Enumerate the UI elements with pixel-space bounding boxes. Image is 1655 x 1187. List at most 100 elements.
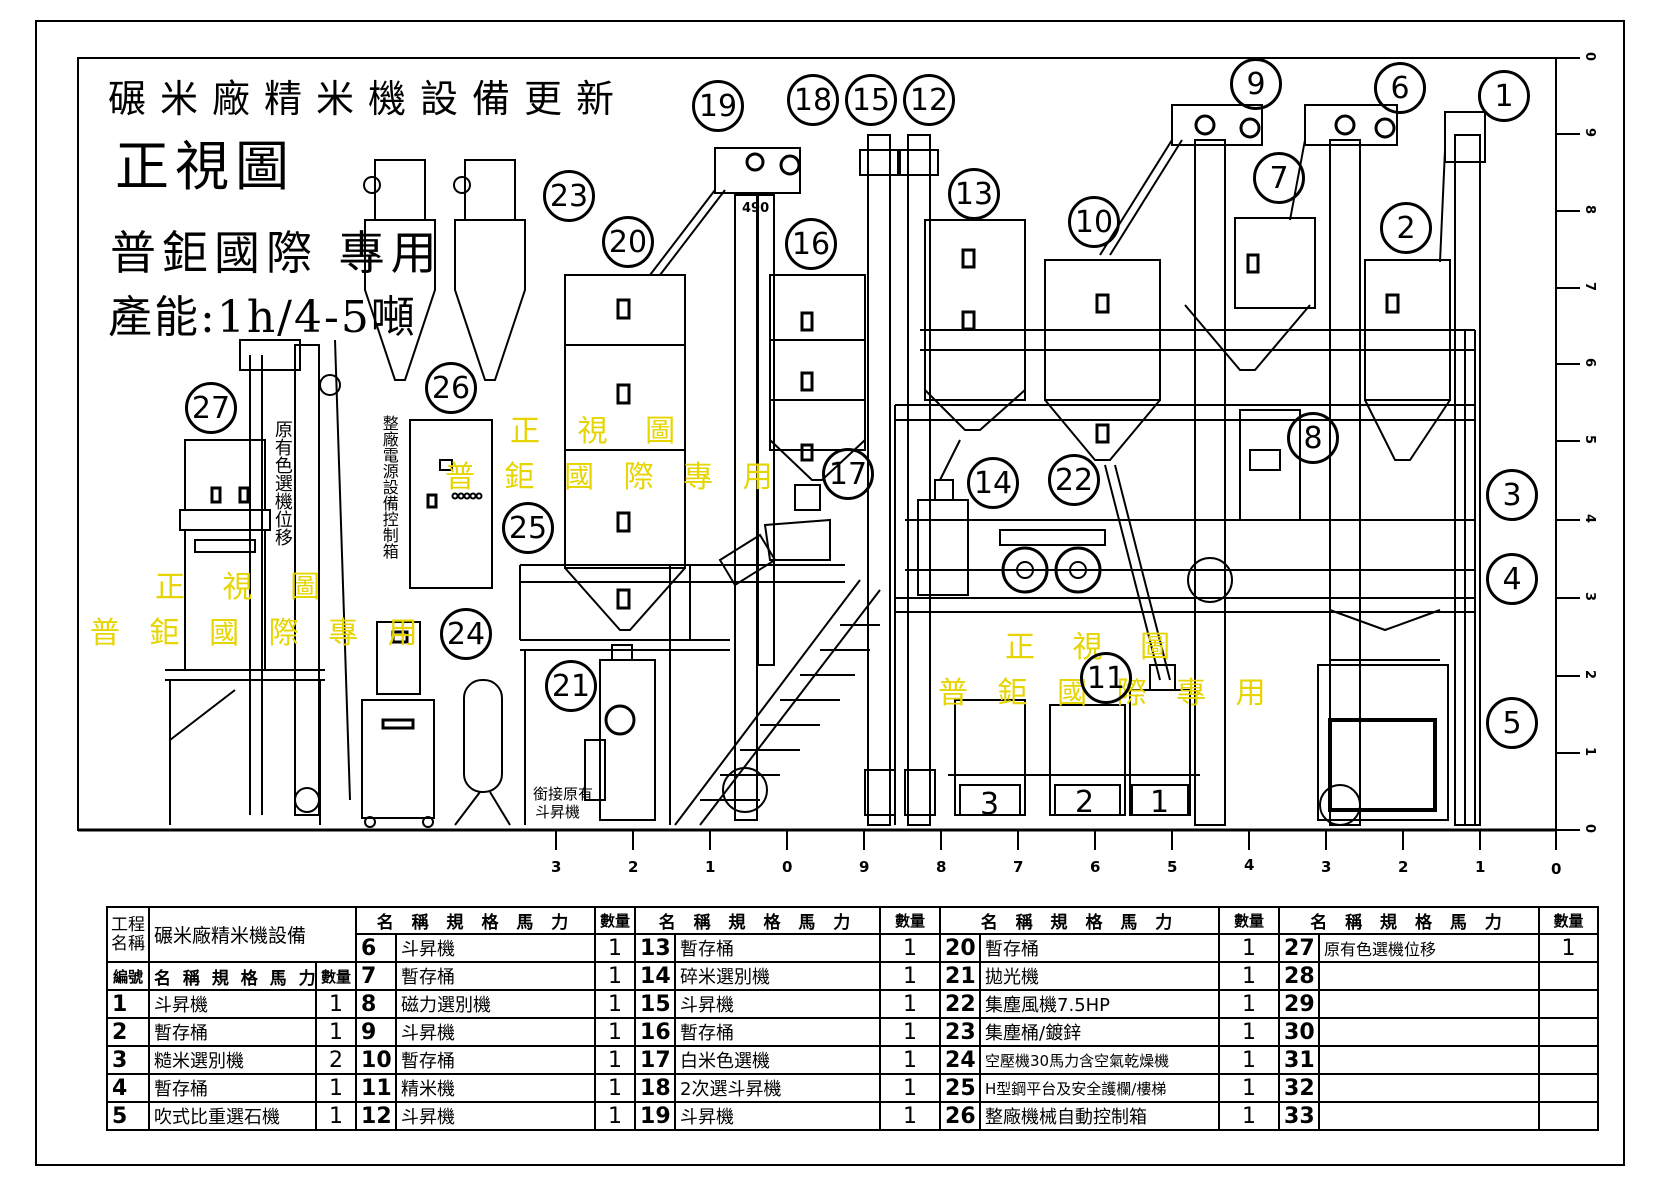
part-no: 28 [1278, 961, 1321, 991]
right-scale-0-top: 0 [1582, 51, 1598, 62]
callout-11: 11 [1080, 652, 1132, 704]
part-no: 13 [634, 933, 677, 963]
part-no: 2 [106, 1017, 150, 1047]
bottom-scale-5: 5 [1167, 858, 1178, 876]
part-name: 暫存桶 [395, 1045, 597, 1075]
bottom-scale-7: 7 [1013, 858, 1024, 876]
bottom-scale-3b: 3 [1321, 858, 1332, 876]
right-scale-1: 1 [1582, 746, 1598, 757]
connect-elevator-label-2: 斗昇機 [535, 803, 581, 821]
part-no: 7 [355, 961, 398, 991]
part-no: 33 [1278, 1101, 1321, 1131]
right-scale-6: 6 [1582, 357, 1598, 368]
elevator-1 [1439, 111, 1486, 826]
part-qty: 1 [879, 961, 942, 991]
bottom-scale-3a: 3 [551, 858, 562, 876]
part-name: 2次選斗昇機 [674, 1073, 882, 1103]
callout-6: 6 [1374, 62, 1426, 114]
right-scale-ticks [1556, 57, 1580, 831]
part-name: 集塵桶/鍍鋅 [979, 1017, 1221, 1047]
bin-16 [769, 274, 866, 511]
callout-25: 25 [502, 502, 554, 554]
callout-24: 24 [440, 608, 492, 660]
rice-machines-row [948, 664, 1200, 816]
capacity-label: 產能:1h/4-5噸 [108, 292, 417, 343]
part-name: 吹式比重選石機 [148, 1101, 317, 1131]
bin-13 [924, 219, 1026, 431]
machine-mark-3: 3 [980, 787, 1000, 822]
part-name: 糙米選別機 [148, 1045, 317, 1075]
part-no: 10 [355, 1045, 398, 1075]
part-no: 5 [106, 1101, 150, 1131]
part-name: 磁力選別機 [395, 989, 597, 1019]
part-qty: 1 [879, 933, 942, 963]
right-scale-7: 7 [1582, 281, 1598, 292]
part-no: 4 [106, 1073, 150, 1103]
part-qty: 1 [1218, 1101, 1281, 1131]
air-compressor [361, 621, 511, 828]
table-row: 5 吹式比重選石機 1 12 斗昇機 1 19 斗昇機 1 26 整廠機械自動控… [106, 1101, 1600, 1131]
part-qty: 1 [594, 1017, 637, 1047]
callout-26: 26 [425, 362, 477, 414]
part-qty: 1 [594, 933, 637, 963]
watermark-1-line1: 正 視 圖 [510, 414, 690, 449]
part-name: 原有色選機位移 [1318, 933, 1541, 963]
part-name: 斗昇機 [395, 1101, 597, 1131]
col-header-5: 名 稱 規 格 馬 力 [1278, 906, 1541, 935]
part-name [1318, 1017, 1541, 1047]
elevator-9 [1099, 104, 1263, 826]
callout-9: 9 [1230, 58, 1282, 110]
callout-13: 13 [948, 168, 1000, 220]
part-name: 整廠機械自動控制箱 [979, 1101, 1221, 1131]
callout-27: 27 [185, 382, 237, 434]
part-qty: 1 [1218, 1073, 1281, 1103]
part-qty: 1 [1218, 961, 1281, 991]
part-name: 集塵風機7.5HP [979, 989, 1221, 1019]
drawing-title: 碾米廠精米機設備更新 [108, 77, 629, 121]
table-row: 4 暫存桶 1 11 精米機 1 18 2次選斗昇機 1 25 H型鋼平台及安全… [106, 1073, 1600, 1103]
qty-header-3: 數量 [879, 906, 942, 935]
right-scale-2: 2 [1582, 669, 1598, 680]
part-qty: 1 [314, 1073, 358, 1103]
right-scale-8: 8 [1582, 204, 1598, 215]
right-scale-3: 3 [1582, 591, 1598, 602]
part-name: 斗昇機 [674, 989, 882, 1019]
elevator-12 [899, 134, 939, 826]
part-name: 暫存桶 [674, 933, 882, 963]
machine-mark-1: 1 [1150, 785, 1170, 820]
part-qty: 1 [594, 1101, 637, 1131]
callout-7: 7 [1253, 152, 1305, 204]
watermark-2-line1: 正 視 圖 [155, 570, 335, 605]
part-name: H型鋼平台及安全護欄/樓梯 [979, 1073, 1221, 1103]
part-name [1318, 1101, 1541, 1131]
part-no: 21 [939, 961, 982, 991]
part-no: 3 [106, 1045, 150, 1075]
drawing-border [35, 20, 1625, 1166]
project-label-line2: 名稱 [111, 933, 145, 954]
part-name: 斗昇機 [148, 989, 317, 1019]
part-no: 17 [634, 1045, 677, 1075]
part-no: 25 [939, 1073, 982, 1103]
callout-14: 14 [967, 457, 1019, 509]
part-name: 暫存桶 [148, 1017, 317, 1047]
bottom-scale-8: 8 [936, 858, 947, 876]
part-qty [1538, 1073, 1600, 1103]
callout-22: 22 [1048, 454, 1100, 506]
part-qty: 1 [594, 989, 637, 1019]
part-qty: 1 [1218, 933, 1281, 963]
part-name [1318, 1073, 1541, 1103]
project-name: 碾米廠精米機設備 [147, 906, 358, 963]
callout-12: 12 [903, 74, 955, 126]
bin-7 [1184, 217, 1316, 371]
bin-10 [1044, 259, 1161, 461]
table-row: 3 糙米選別機 2 10 暫存桶 1 17 白米色選機 1 24 空壓機30馬力… [106, 1045, 1600, 1075]
bottom-scale-0a: 0 [782, 858, 793, 876]
part-no: 12 [355, 1101, 398, 1131]
part-no: 14 [634, 961, 677, 991]
part-no: 30 [1278, 1017, 1321, 1047]
callout-19: 19 [692, 80, 744, 132]
bin-20 [564, 274, 686, 631]
callout-8: 8 [1287, 412, 1339, 464]
part-qty [1538, 1101, 1600, 1131]
steel-platform-center [894, 329, 1476, 825]
